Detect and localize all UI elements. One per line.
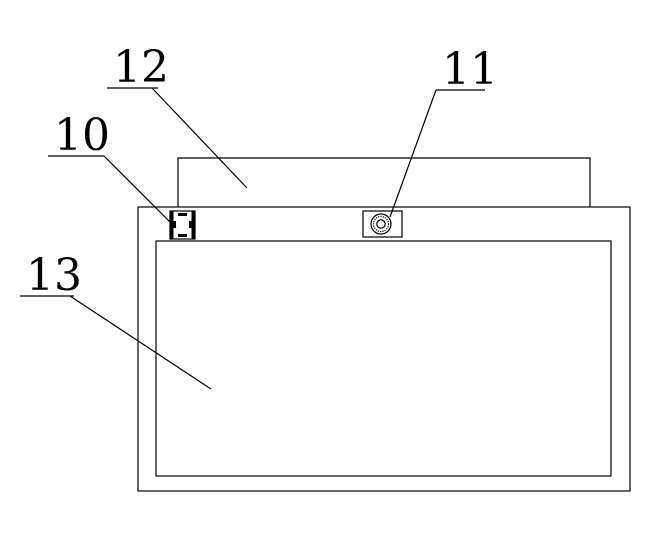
label-10: 10 <box>54 110 110 161</box>
main-housing <box>137 206 631 492</box>
label-12: 12 <box>113 42 169 93</box>
inner-screen <box>155 240 612 477</box>
label-13: 13 <box>26 250 82 301</box>
leader-line-11 <box>389 89 437 218</box>
camera-lens-component <box>362 210 403 238</box>
leader-line-13 <box>69 295 212 390</box>
leader-line-10 <box>103 155 177 229</box>
label-11: 11 <box>442 44 498 95</box>
leader-line-12 <box>151 87 248 189</box>
rear-panel <box>177 157 591 207</box>
connector-component <box>169 210 196 240</box>
